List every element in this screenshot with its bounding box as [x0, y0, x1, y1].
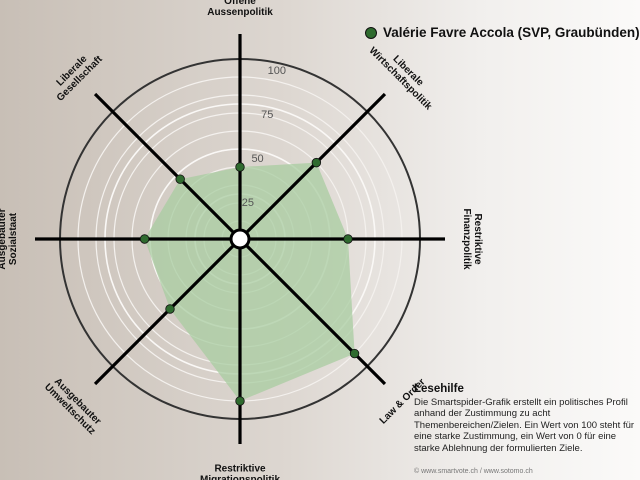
- reading-help: Lesehilfe Die Smartspider-Grafik erstell…: [414, 383, 638, 454]
- tick-label: 50: [251, 153, 263, 165]
- legend-label: Valérie Favre Accola (SVP, Graubünden): [383, 25, 640, 40]
- footer-credit: © www.smartvote.ch / www.sotomo.ch: [414, 468, 533, 475]
- data-point: [175, 174, 185, 184]
- tick-label: 25: [242, 197, 254, 209]
- axis-spoke: [238, 237, 387, 386]
- legend: Valérie Favre Accola (SVP, Graubünden): [365, 25, 640, 40]
- data-point: [311, 157, 322, 168]
- data-point: [349, 348, 360, 359]
- data-point: [343, 234, 353, 244]
- reading-help-title: Lesehilfe: [414, 383, 464, 395]
- axis-label-line: Migrationspolitik: [200, 474, 280, 480]
- data-point: [235, 162, 245, 172]
- axis-spoke: [93, 92, 242, 241]
- profile-area: [144, 162, 355, 401]
- reading-help-text: Die Smartspider-Grafik erstellt ein poli…: [414, 396, 635, 454]
- axis-label-line: Restriktive: [472, 213, 483, 265]
- axis-label-line: Sozialstaat: [8, 212, 19, 265]
- data-point: [165, 304, 175, 314]
- axis-label-line: Restriktive: [214, 463, 266, 474]
- data-point: [235, 396, 245, 406]
- tick-label: 75: [261, 109, 273, 121]
- axis-label-line: Aussenpolitik: [207, 7, 273, 18]
- axis-label-line: Finanzpolitik: [461, 208, 472, 270]
- data-point: [139, 234, 150, 244]
- legend-marker-icon: [365, 26, 377, 39]
- axis-label-line: Ausgebauter: [0, 208, 8, 269]
- axis-spoke: [238, 92, 387, 241]
- tick-label: 100: [268, 65, 286, 77]
- axis-label-line: Offene: [224, 0, 256, 7]
- center-hub: [229, 228, 251, 250]
